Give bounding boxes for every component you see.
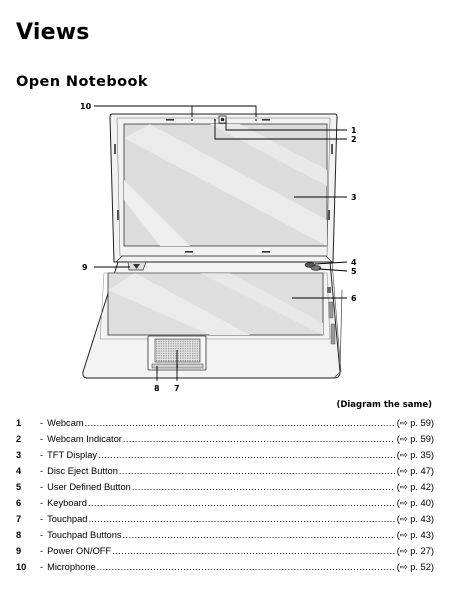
legend-number: 1 bbox=[16, 418, 22, 428]
leader-dots bbox=[112, 543, 395, 559]
leader-dots bbox=[123, 431, 395, 447]
legend-name: Keyboard bbox=[47, 498, 87, 508]
legend-row-3: 3 -TFT Display (⇨ p. 35) bbox=[16, 447, 434, 463]
page-reference: (⇨ p. 59) bbox=[396, 434, 434, 444]
legend-name: Power ON/OFF bbox=[47, 546, 112, 556]
leader-dots bbox=[119, 463, 395, 479]
legend-name: TFT Display bbox=[47, 450, 98, 460]
legend-number: 7 bbox=[16, 514, 22, 524]
legend-name: Touchpad Buttons bbox=[47, 530, 122, 540]
legend-row-6: 6 -Keyboard (⇨ p. 40) bbox=[16, 495, 434, 511]
page-reference: (⇨ p. 52) bbox=[396, 562, 434, 572]
legend-dash: - bbox=[40, 514, 44, 524]
callout-8: 8 bbox=[154, 384, 160, 393]
leader-dots bbox=[123, 527, 395, 543]
callout-10: 10 bbox=[80, 102, 92, 111]
legend-number: 9 bbox=[16, 546, 22, 556]
legend-row-7: 7 -Touchpad (⇨ p. 43) bbox=[16, 511, 434, 527]
callout-2: 2 bbox=[351, 135, 357, 144]
legend-row-1: 1 -Webcam (⇨ p. 59) bbox=[16, 415, 434, 431]
page-reference: (⇨ p. 59) bbox=[396, 418, 434, 428]
section-title: Open Notebook bbox=[16, 74, 148, 90]
legend-dash: - bbox=[40, 434, 44, 444]
callout-9: 9 bbox=[82, 263, 88, 272]
legend-number: 5 bbox=[16, 482, 22, 492]
webcam-indicator-light bbox=[214, 119, 216, 121]
legend-name: Touchpad bbox=[47, 514, 88, 524]
leader-dots bbox=[98, 447, 395, 463]
callout-4: 4 bbox=[351, 258, 357, 267]
legend-dash: - bbox=[40, 482, 44, 492]
legend-dash: - bbox=[40, 418, 44, 428]
legend-dash: - bbox=[40, 562, 44, 572]
leader-dots bbox=[97, 559, 395, 575]
legend-dash: - bbox=[40, 530, 44, 540]
legend-number: 6 bbox=[16, 498, 22, 508]
page-reference: (⇨ p. 47) bbox=[396, 466, 434, 476]
legend-name: Webcam bbox=[47, 418, 84, 428]
legend-row-5: 5 -User Defined Button (⇨ p. 42) bbox=[16, 479, 434, 495]
legend-number: 10 bbox=[16, 562, 27, 572]
microphone-right bbox=[255, 119, 257, 121]
callout-6: 6 bbox=[351, 294, 357, 303]
leader-dots bbox=[88, 511, 394, 527]
touchpad bbox=[154, 338, 201, 363]
leader-dots bbox=[132, 479, 395, 495]
legend-name: Webcam Indicator bbox=[47, 434, 122, 444]
leader-dots bbox=[85, 415, 395, 431]
legend-number: 3 bbox=[16, 450, 22, 460]
page-reference: (⇨ p. 35) bbox=[396, 450, 434, 460]
power-button bbox=[133, 264, 140, 269]
callout-7: 7 bbox=[174, 384, 180, 393]
legend-row-2: 2 -Webcam Indicator (⇨ p. 59) bbox=[16, 431, 434, 447]
page-reference: (⇨ p. 42) bbox=[396, 482, 434, 492]
legend-number: 4 bbox=[16, 466, 22, 476]
user-defined-button bbox=[310, 265, 322, 271]
legend-name: User Defined Button bbox=[47, 482, 131, 492]
callout-3: 3 bbox=[351, 193, 357, 202]
legend-number: 2 bbox=[16, 434, 22, 444]
leader-dots bbox=[88, 495, 395, 511]
legend-row-4: 4 -Disc Eject Button (⇨ p. 47) bbox=[16, 463, 434, 479]
legend-number: 8 bbox=[16, 530, 22, 540]
page-title: Views bbox=[16, 20, 90, 45]
diagram-note: (Diagram the same) bbox=[336, 400, 432, 410]
legend-row-9: 9 -Power ON/OFF (⇨ p. 27) bbox=[16, 543, 434, 559]
legend-dash: - bbox=[40, 466, 44, 476]
legend-name: Disc Eject Button bbox=[47, 466, 118, 476]
open-notebook-diagram: 10 1 2 3 4 5 6 7 8 9 bbox=[80, 102, 357, 393]
page-reference: (⇨ p. 40) bbox=[396, 498, 434, 508]
legend-row-10: 10 -Microphone (⇨ p. 52) bbox=[16, 559, 434, 575]
legend-name: Microphone bbox=[47, 562, 96, 572]
legend-dash: - bbox=[40, 450, 44, 460]
legend-dash: - bbox=[40, 498, 44, 508]
page-reference: (⇨ p. 43) bbox=[396, 514, 434, 524]
legend-dash: - bbox=[40, 546, 44, 556]
page-reference: (⇨ p. 27) bbox=[396, 546, 434, 556]
callout-1: 1 bbox=[351, 126, 357, 135]
legend-row-8: 8 -Touchpad Buttons (⇨ p. 43) bbox=[16, 527, 434, 543]
legend-list: 1 -Webcam(⇨ p. 59) 2 -Webcam Indicator(⇨… bbox=[16, 415, 434, 575]
callout-5: 5 bbox=[351, 267, 357, 276]
microphone-left bbox=[191, 119, 193, 121]
page-reference: (⇨ p. 43) bbox=[396, 530, 434, 540]
